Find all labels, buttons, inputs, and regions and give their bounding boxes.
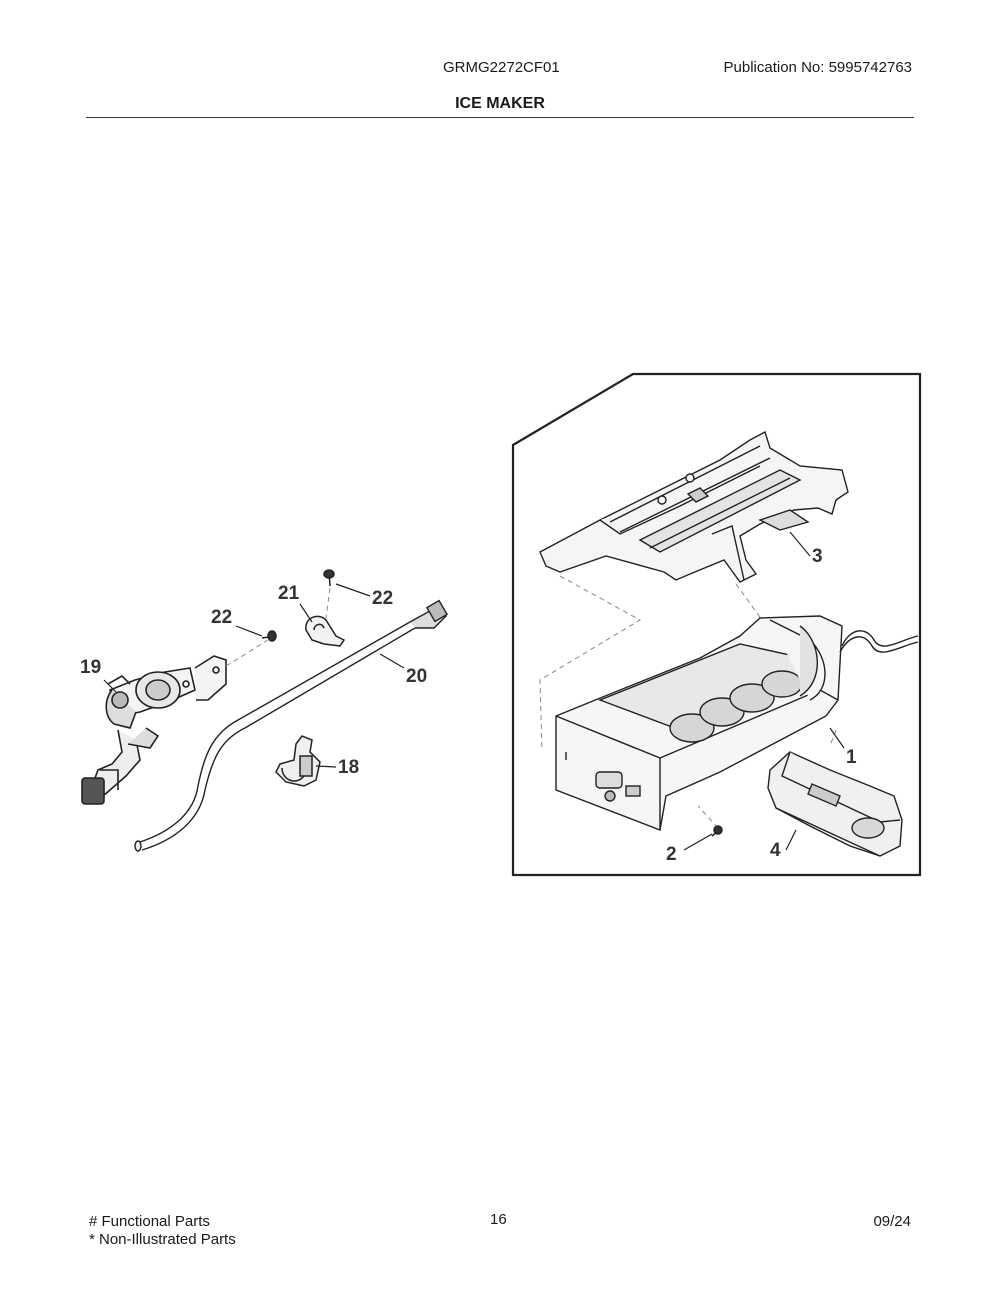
ice-maker-part-1	[555, 615, 919, 831]
legend-non-illustrated-parts: * Non-Illustrated Parts	[89, 1231, 236, 1248]
fill-tube-part-20	[134, 599, 449, 852]
detail-frame	[511, 372, 922, 877]
screw-icon-2	[711, 825, 723, 837]
callout-22-left: 22	[211, 607, 232, 628]
ice-maker-cover-part-4	[767, 751, 903, 857]
publication-number: Publication No: 5995742763	[723, 59, 912, 76]
leader-lines	[103, 531, 845, 851]
guide-lines-right	[539, 575, 837, 829]
model-number: GRMG2272CF01	[443, 59, 560, 76]
screw-icon-22-left	[261, 630, 277, 642]
callout-22-right: 22	[372, 588, 393, 609]
callout-1: 1	[846, 747, 857, 768]
callout-18: 18	[338, 757, 359, 778]
header-rule	[86, 117, 914, 118]
tube-clamp-part-21	[305, 615, 346, 647]
tube-bracket-part-18	[275, 735, 321, 787]
page-title: ICE MAKER	[455, 95, 545, 112]
ice-maker-bracket-part-3	[539, 430, 849, 583]
callout-19: 19	[80, 657, 101, 678]
screw-icon-22-top	[323, 569, 335, 587]
callout-20: 20	[406, 666, 427, 687]
legend-functional-parts: # Functional Parts	[89, 1213, 210, 1230]
page-number: 16	[490, 1211, 507, 1228]
callout-2: 2	[666, 844, 677, 865]
water-valve-part-19	[81, 655, 227, 805]
callout-3: 3	[812, 546, 823, 567]
callout-21: 21	[278, 583, 300, 604]
callout-4: 4	[770, 840, 781, 861]
revision-date: 09/24	[873, 1213, 911, 1230]
